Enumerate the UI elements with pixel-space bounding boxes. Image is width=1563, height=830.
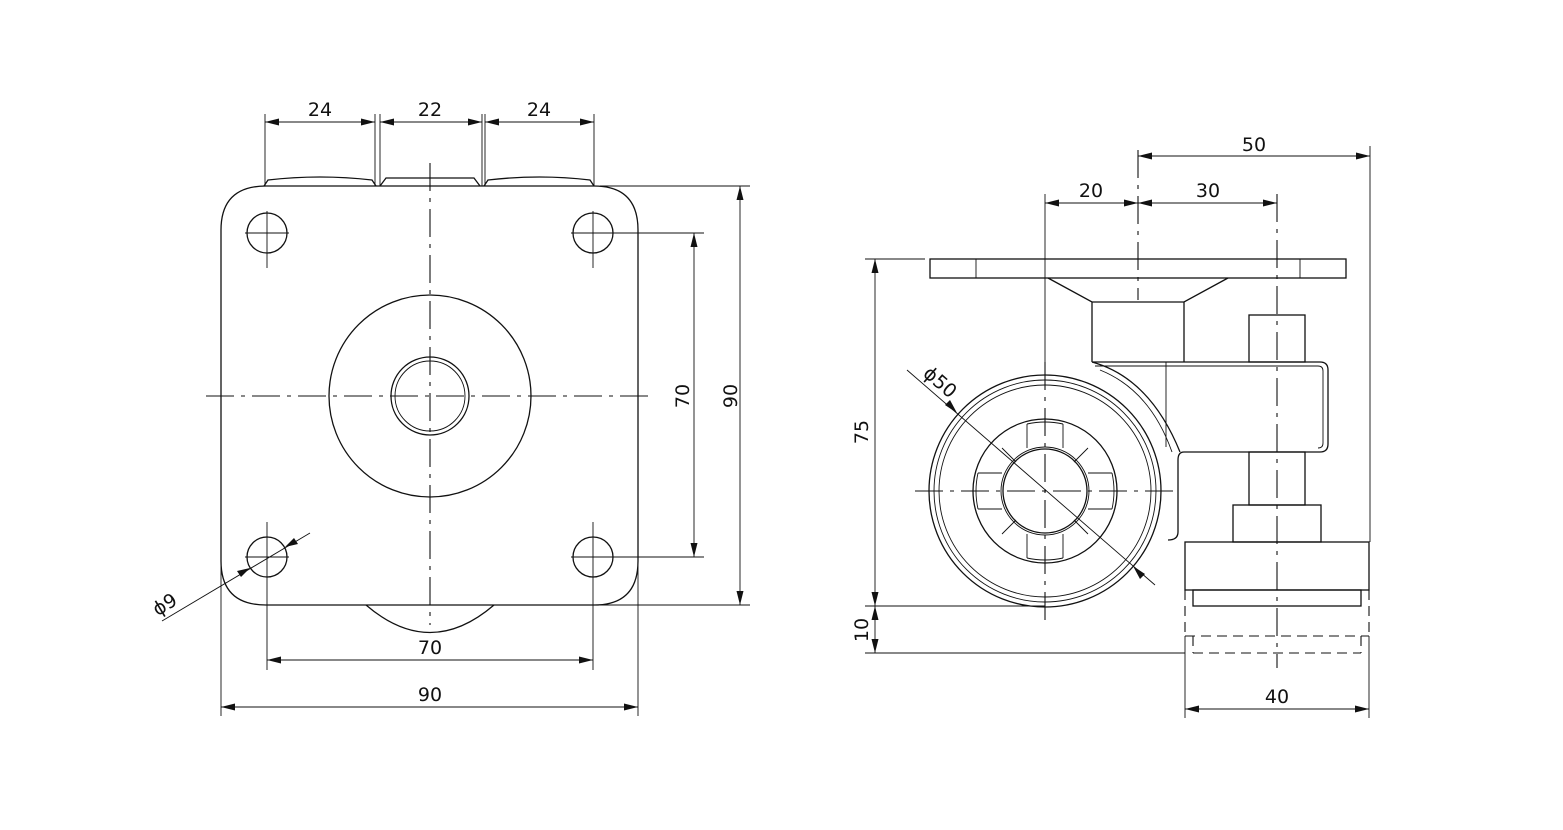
dim-text-50: 50 <box>1242 134 1266 156</box>
side-bearing-neck <box>1047 277 1229 362</box>
arrow-90-h-right <box>624 703 638 711</box>
top-wheel-arc <box>365 604 495 633</box>
arrow-wheel-diameter-2 <box>1133 566 1145 579</box>
top-strip-right <box>483 176 595 187</box>
dim-75-extensions <box>865 258 1045 607</box>
arrow-70-h-right <box>579 656 593 664</box>
side-view: 50 20 30 ϕ50 75 10 40 <box>851 134 1371 718</box>
dim-70-vertical-extensions <box>610 232 704 558</box>
dim-text-wheel-diameter: ϕ50 <box>919 362 961 403</box>
dim-text-20: 20 <box>1079 180 1103 202</box>
arrow-90-h-left <box>221 703 235 711</box>
side-fork-bracket <box>1092 361 1329 541</box>
top-plate-outline <box>220 185 639 606</box>
dim-90-vertical-extensions <box>600 185 750 606</box>
top-view: 24 22 24 70 90 70 90 ϕ9 <box>149 99 750 716</box>
arrow-50-right <box>1356 152 1370 160</box>
dim-20-30-arrows <box>1045 199 1277 207</box>
dim-40-extensions <box>1184 636 1370 718</box>
side-fork-curve-inner <box>1099 369 1173 453</box>
arrow-wheel-diameter-1 <box>945 400 957 413</box>
dim-hole-diameter-leader <box>161 532 311 622</box>
dim-text-hole-diameter: ϕ9 <box>149 589 181 621</box>
dim-text-24-left: 24 <box>308 99 332 121</box>
dim-text-10: 10 <box>851 618 873 642</box>
dim-text-24-right: 24 <box>527 99 551 121</box>
top-strip-left <box>263 176 377 187</box>
arrow-10-top <box>871 606 879 620</box>
dim-text-90-horizontal: 90 <box>418 684 442 706</box>
dim-text-70-vertical: 70 <box>672 384 694 408</box>
dim-90-horizontal-extensions <box>220 561 639 716</box>
side-adjust-screw-top <box>1248 314 1306 363</box>
dim-text-75: 75 <box>851 420 873 444</box>
arrow-90-v-bottom <box>736 591 744 605</box>
side-foot-hidden <box>1184 590 1370 654</box>
arrow-40-left <box>1185 705 1199 713</box>
arrow-70-v-bottom <box>690 543 698 557</box>
dim-wheel-diameter-leader <box>906 369 1156 586</box>
arrow-hole-diameter-2 <box>285 538 298 547</box>
arrow-50-left <box>1138 152 1152 160</box>
arrow-hole-diameter-1 <box>237 568 250 577</box>
arrow-70-h-left <box>267 656 281 664</box>
dim-text-70-horizontal: 70 <box>418 637 442 659</box>
side-fork-inner <box>1095 362 1324 449</box>
wheel-spokes <box>975 421 1115 561</box>
arrow-75-bottom <box>871 592 879 606</box>
arrow-40-right <box>1355 705 1369 713</box>
dim-text-30: 30 <box>1196 180 1220 202</box>
top-dim-arrows <box>265 118 594 126</box>
side-fork-curve <box>1091 361 1181 453</box>
dim-text-90-vertical: 90 <box>720 384 742 408</box>
hole-center-marks <box>245 211 615 579</box>
dim-text-40: 40 <box>1265 686 1289 708</box>
dim-text-22: 22 <box>418 99 442 121</box>
wheel-hub <box>1002 448 1088 534</box>
arrow-75-top <box>871 259 879 273</box>
arrow-10-bottom <box>871 639 879 653</box>
arrow-70-v-top <box>690 233 698 247</box>
dim-70-horizontal-extensions <box>266 579 594 670</box>
side-top-plate-steps <box>975 259 1301 278</box>
top-dim-extension-lines <box>264 114 595 186</box>
arrow-90-v-top <box>736 186 744 200</box>
